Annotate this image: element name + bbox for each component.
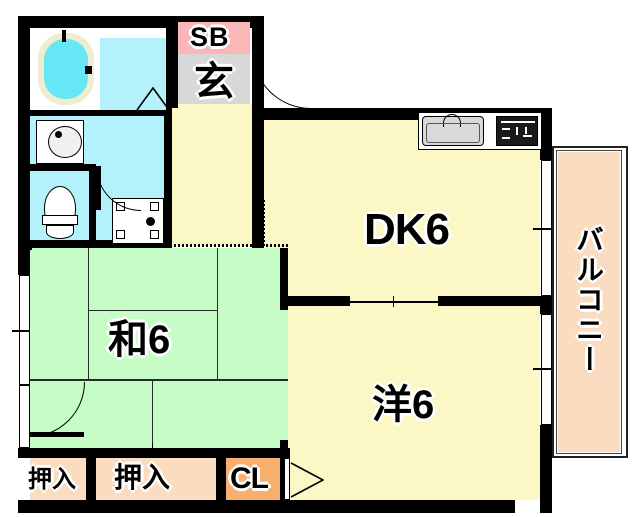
- wall-closet-div-1: [86, 448, 96, 512]
- washer-drain-icon: [146, 217, 155, 226]
- closet-cl: [226, 458, 284, 500]
- window-mark-western: [533, 368, 551, 370]
- sliding-door-marker-1: [388, 296, 399, 307]
- label-oshiire-large: 押入: [114, 462, 171, 493]
- wall-left-outer: [18, 16, 30, 245]
- balcony-outline: [552, 146, 628, 458]
- window-mark-dk: [533, 228, 551, 230]
- wall-left-lower: [18, 245, 30, 275]
- stove-burner-3: [516, 127, 518, 135]
- label-dk: DK6: [364, 205, 450, 254]
- wall-dk-western-right: [438, 296, 540, 306]
- bathtub-water: [44, 39, 88, 99]
- tatami-line-4: [30, 379, 288, 381]
- tatami-line-1: [88, 248, 90, 380]
- label-western: 洋6: [372, 383, 435, 427]
- label-japanese: 和6: [108, 318, 171, 362]
- stove-burner-2: [502, 137, 510, 139]
- wall-western-balcony-top: [540, 306, 552, 314]
- toilet-tank: [42, 215, 78, 225]
- wall-wet-bottom: [30, 240, 172, 248]
- washer-corner-tr: [150, 202, 159, 211]
- wall-right-dk: [540, 108, 552, 160]
- fusuma-japanese-top[interactable]: [166, 244, 288, 247]
- kitchen-sink-inner: [426, 123, 480, 143]
- toilet-seat-line: [46, 225, 74, 239]
- hallway-upper: [170, 104, 252, 120]
- washer-corner-bl: [116, 230, 125, 239]
- label-oshiire-small: 押入: [28, 466, 76, 493]
- door-cl-triangle[interactable]: [290, 462, 324, 498]
- door-entrance-leaf[interactable]: [252, 50, 257, 108]
- tatami-door-marker: [147, 443, 158, 454]
- door-washroom-leaf[interactable]: [96, 166, 101, 210]
- bathtub-faucet: [62, 30, 66, 42]
- room-hallway: [170, 118, 252, 246]
- wall-bath-washroom: [30, 110, 172, 116]
- bath-door-triangle: [135, 86, 170, 111]
- wall-toilet-right: [89, 164, 96, 246]
- window-mark-japanese: [12, 330, 30, 332]
- wall-bottom-outer: [18, 500, 515, 513]
- washer-corner-br: [150, 230, 159, 239]
- wall-entrance-outer-bottom: [252, 108, 350, 120]
- stove-line-top: [501, 121, 535, 123]
- wall-right-lower: [540, 425, 552, 513]
- wall-entrance-dk: [252, 118, 264, 248]
- stove-burner-5: [525, 127, 527, 134]
- label-shoebox: SB: [190, 22, 230, 52]
- wall-toilet-top: [30, 164, 96, 171]
- wash-basin-bowl: [48, 126, 82, 158]
- room-entrance: [178, 54, 250, 112]
- door-japanese-leaf[interactable]: [30, 432, 84, 437]
- tatami-line-5: [152, 379, 154, 449]
- wall-wet-right: [166, 28, 172, 112]
- stove-burner-4: [523, 135, 532, 137]
- closet-oshiire-small: [30, 458, 88, 500]
- gas-stove: [496, 116, 538, 146]
- balcony-outline-inner: [556, 150, 622, 454]
- label-entrance: 玄: [194, 60, 234, 104]
- wall-washroom-right: [164, 116, 172, 244]
- room-western: [288, 310, 540, 500]
- bathtub-drain: [85, 66, 92, 74]
- bathtub: [38, 33, 94, 105]
- wall-japanese-top: [18, 240, 32, 250]
- closet-oshiire-large: [96, 458, 218, 500]
- wall-closet-div-2: [216, 448, 226, 512]
- tatami-line-2: [88, 310, 218, 312]
- wall-dk-western-left: [288, 296, 350, 306]
- tatami-line-3: [217, 248, 219, 380]
- fusuma-japanese-right[interactable]: [283, 250, 286, 308]
- window-japanese-left-lower: [19, 385, 30, 448]
- door-cl-panel[interactable]: [284, 458, 290, 500]
- fusuma-dk-left[interactable]: [262, 200, 265, 246]
- wall-entrance-left: [170, 16, 178, 108]
- label-cl: CL: [230, 462, 269, 495]
- kitchen-faucet: [443, 114, 461, 127]
- label-balcony: バルコニー: [573, 225, 604, 375]
- bath-shelf-top: [100, 28, 170, 38]
- wash-basin-tap: [55, 131, 62, 138]
- room-shoebox: [178, 22, 250, 54]
- stove-burner-1: [502, 128, 510, 130]
- room-balcony: [558, 152, 620, 452]
